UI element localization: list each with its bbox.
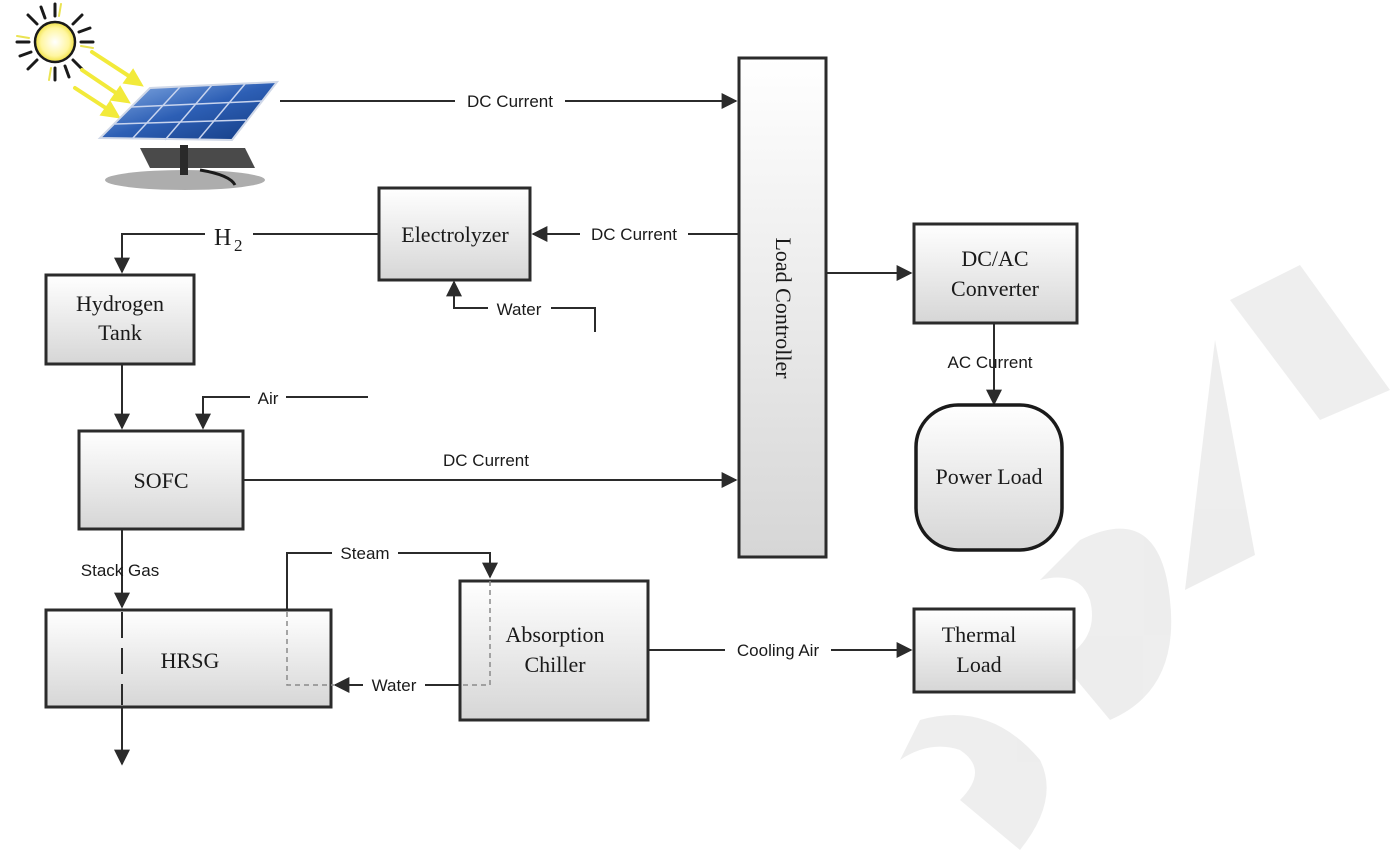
dcac-converter-block: DC/AC Converter bbox=[912, 222, 1079, 325]
sofc-block: SOFC bbox=[77, 429, 245, 531]
dc-current-pv-label: DC Current bbox=[467, 92, 553, 111]
water-electrolyzer-label: Water bbox=[497, 300, 542, 319]
load-controller-block: Load Controller bbox=[737, 56, 828, 559]
solar-panel-icon bbox=[97, 80, 280, 190]
load-controller-label: Load Controller bbox=[771, 237, 796, 379]
water-hrsg-label: Water bbox=[372, 676, 417, 695]
hydrogen-tank-label-line2: Tank bbox=[98, 320, 142, 345]
ac-current-label: AC Current bbox=[947, 353, 1032, 372]
electrolyzer-block: Electrolyzer bbox=[377, 186, 532, 282]
air-label: Air bbox=[258, 389, 279, 408]
dc-current-electrolyzer-label: DC Current bbox=[591, 225, 677, 244]
thermal-load-block: Thermal Load bbox=[912, 607, 1076, 694]
h2-label-sub: 2 bbox=[234, 236, 243, 255]
hydrogen-tank-block: Hydrogen Tank bbox=[44, 273, 196, 366]
sofc-label: SOFC bbox=[133, 468, 188, 493]
sun-icon bbox=[15, 2, 95, 82]
connector-labels: DC Current DC Current H 2 Water Air DC C… bbox=[81, 90, 1033, 696]
h2-label-main: H bbox=[214, 225, 231, 251]
chiller-label-line2: Chiller bbox=[524, 652, 586, 677]
h2-line bbox=[114, 233, 379, 274]
thermal-load-label-line2: Load bbox=[956, 652, 1001, 677]
air-line bbox=[195, 396, 368, 430]
cooling-air-label: Cooling Air bbox=[737, 641, 820, 660]
hrsg-label: HRSG bbox=[161, 648, 220, 673]
converter-label-line2: Converter bbox=[951, 276, 1040, 301]
chiller-label-line1: Absorption bbox=[506, 622, 605, 647]
thermal-load-label-line1: Thermal bbox=[942, 622, 1017, 647]
power-load-block: Power Load bbox=[914, 403, 1064, 552]
converter-label-line1: DC/AC bbox=[961, 246, 1028, 271]
sun-rays-icon bbox=[73, 50, 144, 119]
stack-gas-label: Stack Gas bbox=[81, 561, 159, 580]
hydrogen-tank-label-line1: Hydrogen bbox=[76, 291, 164, 316]
hrsg-block: HRSG bbox=[44, 608, 335, 709]
absorption-chiller-block: Absorption Chiller bbox=[458, 579, 650, 722]
power-load-label: Power Load bbox=[936, 464, 1043, 489]
dc-current-sofc-label: DC Current bbox=[443, 451, 529, 470]
steam-label: Steam bbox=[340, 544, 389, 563]
electrolyzer-label: Electrolyzer bbox=[401, 222, 509, 247]
